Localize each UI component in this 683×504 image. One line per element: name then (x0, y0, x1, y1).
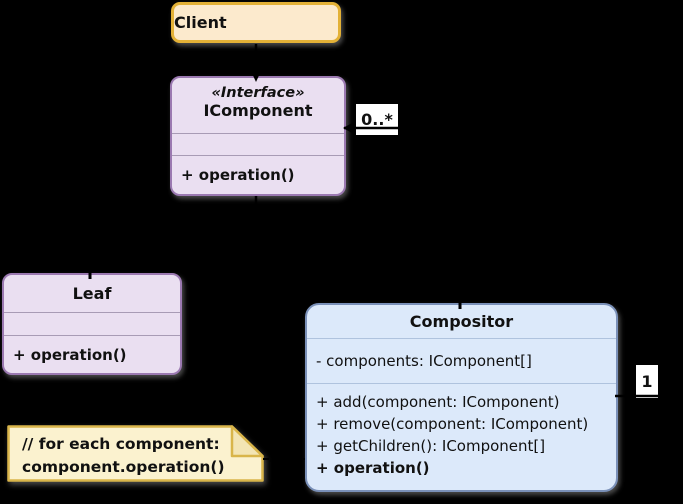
note-line-2: component.operation() (22, 458, 225, 476)
class-compositor[interactable]: Compositor - components: IComponent[] + … (305, 303, 618, 492)
operation-label: + operation() (181, 166, 295, 184)
class-icomponent-header: «Interface» IComponent (172, 78, 344, 133)
note-fold-corner-icon (230, 425, 264, 458)
class-icomponent[interactable]: «Interface» IComponent + operation() (170, 76, 346, 196)
operations-compartment: + operation() (172, 155, 344, 194)
operations-compartment: + operation() (4, 335, 180, 373)
class-compositor-title: Compositor (409, 312, 514, 331)
attributes-compartment-empty (172, 133, 344, 155)
methods-compartment: + add(component: IComponent) + remove(co… (307, 383, 616, 490)
note-text: // for each component: component.operati… (22, 433, 225, 479)
attribute-components: - components: IComponent[] (316, 352, 532, 370)
uml-note[interactable]: // for each component: component.operati… (7, 425, 265, 483)
operation-label: + operation() (13, 345, 127, 364)
class-leaf[interactable]: Leaf + operation() (2, 273, 182, 375)
class-compositor-header: Compositor (307, 305, 616, 338)
method-remove: + remove(component: IComponent) (316, 415, 589, 433)
method-add: + add(component: IComponent) (316, 393, 560, 411)
note-line-1: // for each component: (22, 435, 220, 453)
method-operation: + operation() (316, 459, 430, 477)
note-shape (7, 425, 264, 482)
method-getchildren: + getChildren(): IComponent[] (316, 437, 546, 455)
class-client-title: Client (174, 12, 227, 32)
stereotype-label: «Interface» (211, 85, 305, 101)
attributes-compartment-empty (4, 312, 180, 335)
multiplicity-label-zero-many[interactable]: 0..* (356, 104, 398, 135)
multiplicity-label-one[interactable]: 1 (636, 365, 658, 398)
class-client[interactable]: Client (171, 2, 341, 43)
class-icomponent-title: IComponent (203, 101, 313, 120)
class-leaf-header: Leaf (4, 275, 180, 312)
attributes-compartment: - components: IComponent[] (307, 338, 616, 383)
class-leaf-title: Leaf (72, 284, 112, 303)
